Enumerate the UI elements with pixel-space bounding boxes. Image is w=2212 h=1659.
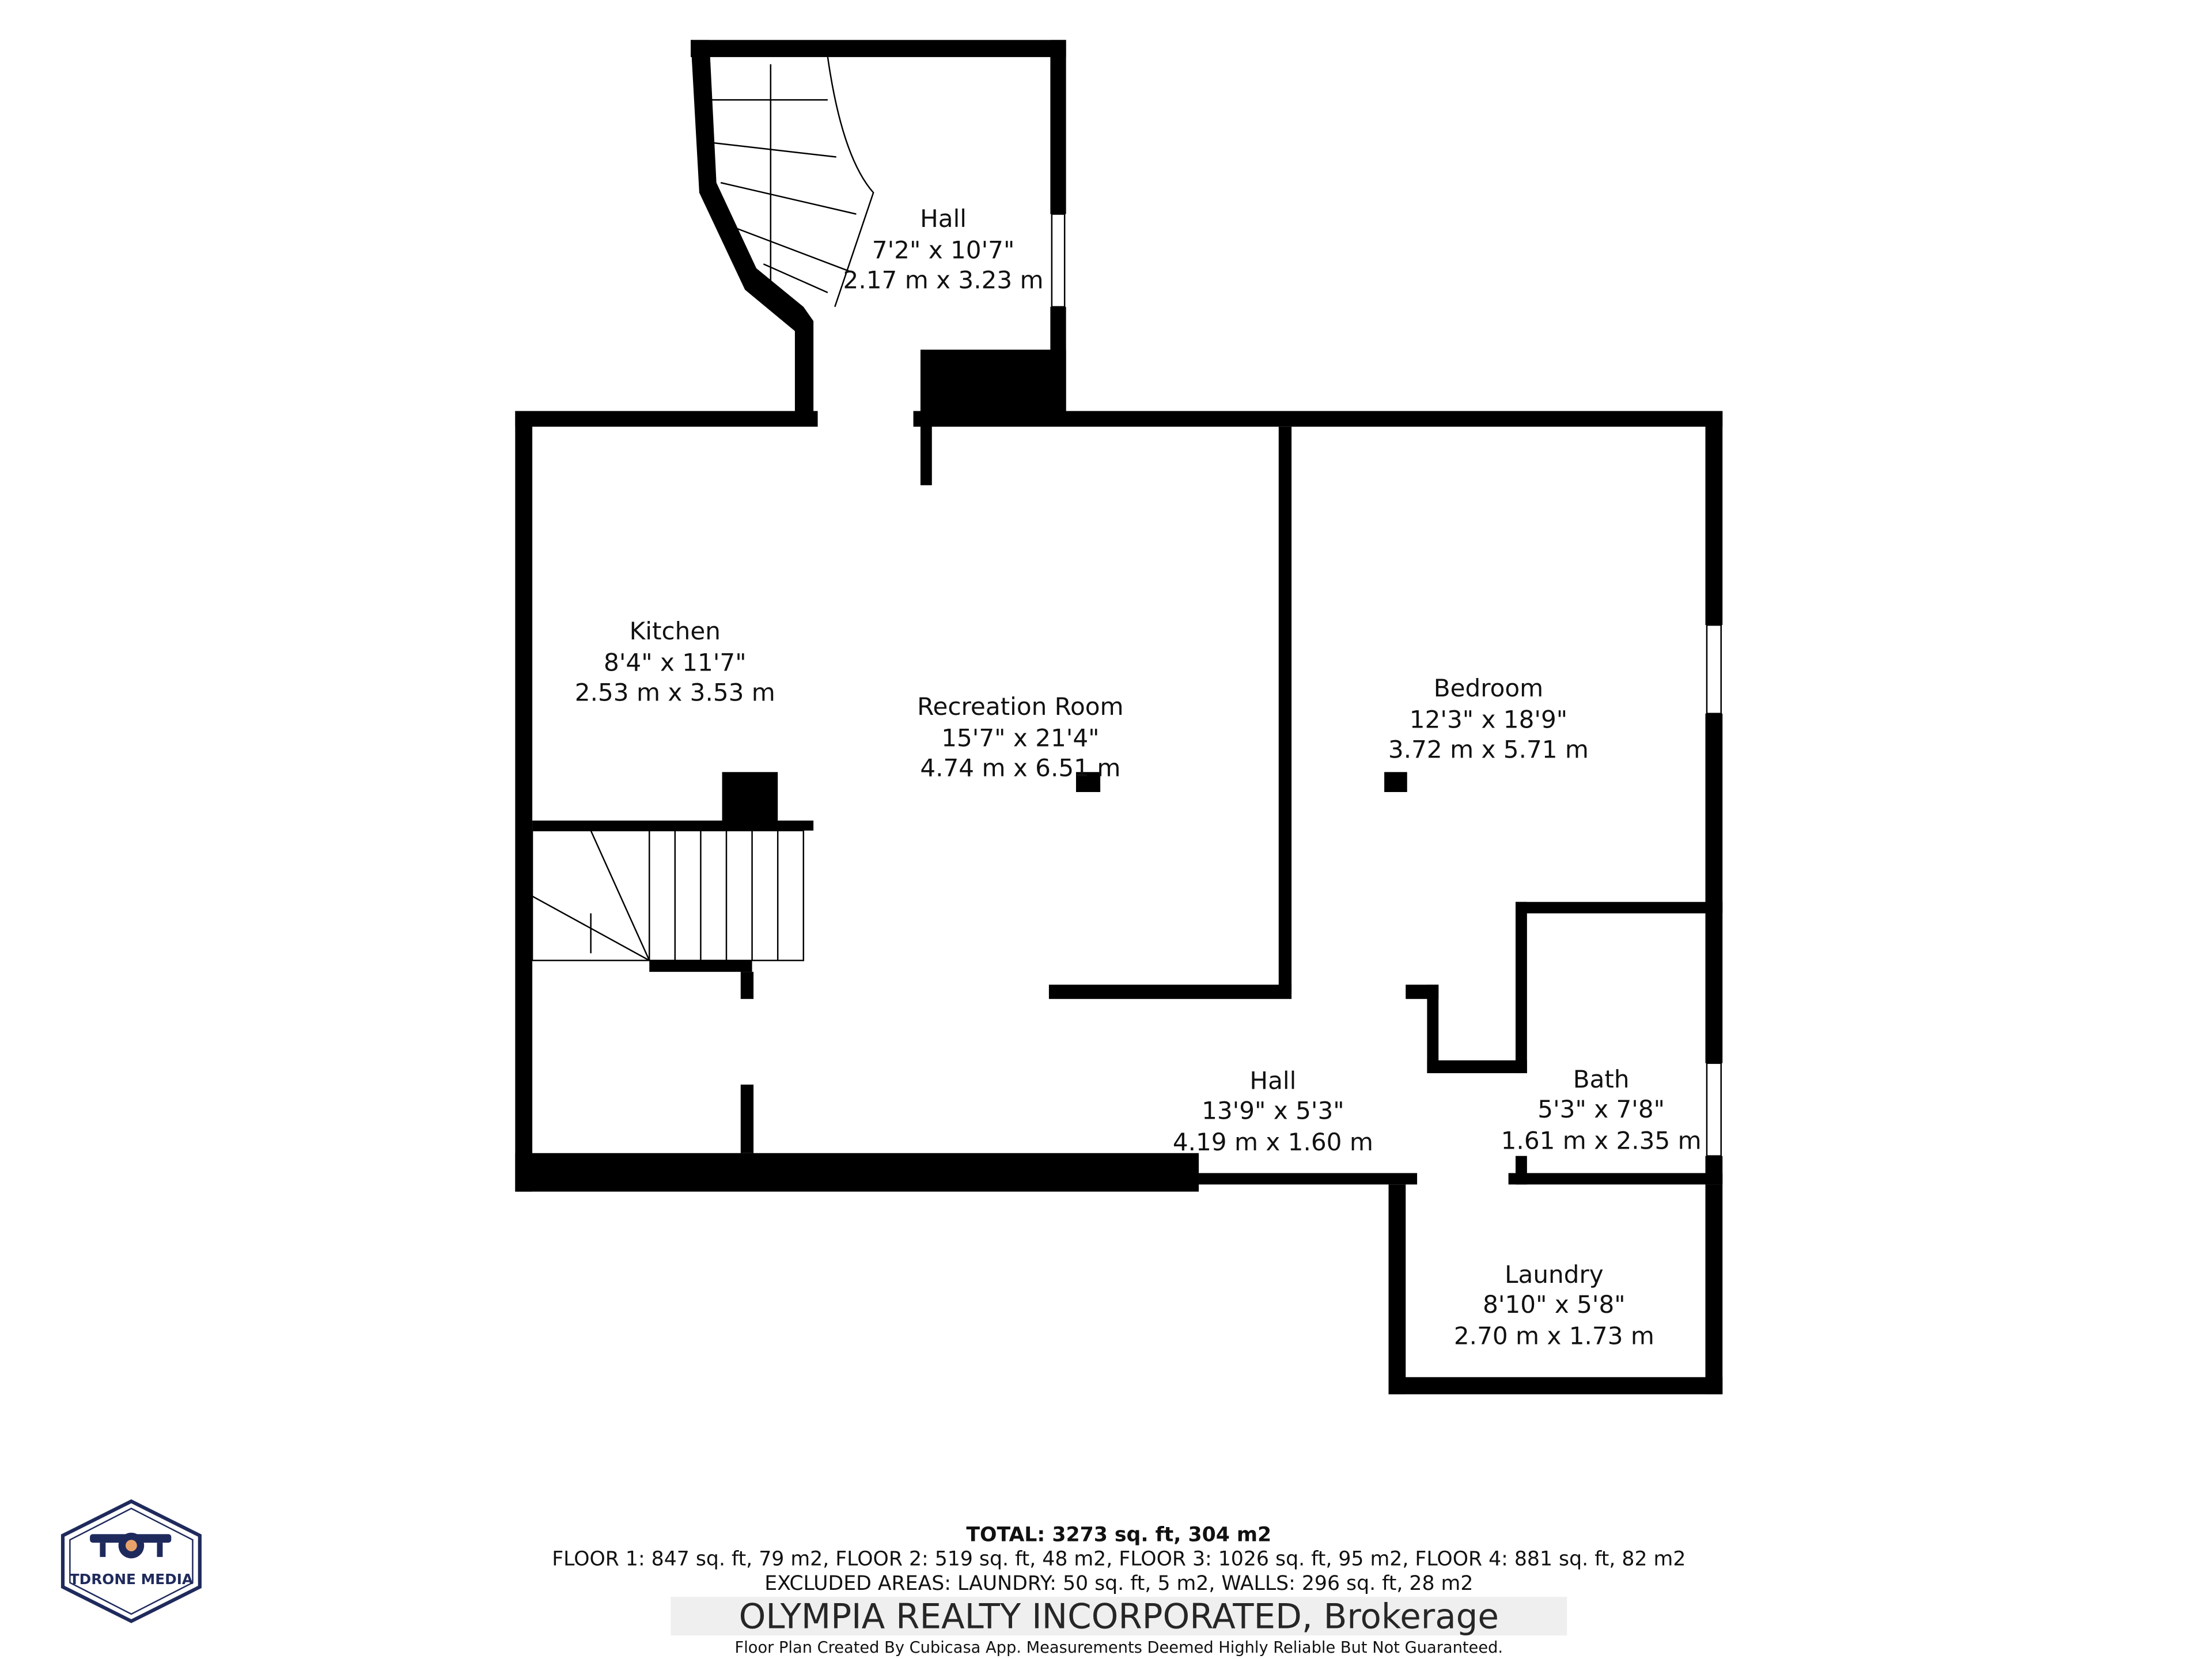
room-metric: 2.70 m x 1.73 m	[1454, 1322, 1654, 1350]
stairs	[531, 56, 874, 961]
disclaimer: Floor Plan Created By Cubicasa App. Meas…	[735, 1639, 1503, 1657]
room-name: Kitchen	[630, 617, 721, 645]
room-name: Recreation Room	[917, 692, 1124, 721]
room-metric: 2.53 m x 3.53 m	[575, 678, 775, 706]
room-name: Laundry	[1505, 1260, 1604, 1289]
room-metric: 1.61 m x 2.35 m	[1501, 1126, 1702, 1154]
windows	[1051, 213, 1722, 1157]
column	[1384, 772, 1407, 792]
watermark-band	[671, 1597, 1567, 1636]
room-metric: 2.17 m x 3.23 m	[843, 266, 1044, 294]
room-labels: Hall 7'2" x 10'7" 2.17 m x 3.23 m Kitche…	[575, 204, 1702, 1350]
room-metric: 4.19 m x 1.60 m	[1173, 1128, 1373, 1156]
chimney-block	[920, 349, 1066, 426]
room-imperial: 8'4" x 11'7"	[604, 648, 747, 676]
room-imperial: 5'3" x 7'8"	[1537, 1095, 1665, 1123]
logo-text: TDRONE MEDIA	[70, 1571, 194, 1588]
excluded-areas: EXCLUDED AREAS: LAUNDRY: 50 sq. ft, 5 m2…	[764, 1572, 1473, 1595]
total-area: TOTAL: 3273 sq. ft, 304 m2	[966, 1524, 1271, 1547]
room-imperial: 13'9" x 5'3"	[1202, 1096, 1344, 1124]
room-imperial: 12'3" x 18'9"	[1410, 705, 1567, 733]
footer: TOTAL: 3273 sq. ft, 304 m2 FLOOR 1: 847 …	[552, 1524, 1685, 1657]
room-imperial: 15'7" x 21'4"	[941, 724, 1099, 752]
room-name: Bath	[1573, 1065, 1630, 1093]
tdrone-media-logo: TDRONE MEDIA	[60, 1499, 202, 1623]
room-name: Hall	[1249, 1066, 1296, 1094]
room-name: Hall	[920, 204, 967, 233]
room-metric: 3.72 m x 5.71 m	[1388, 736, 1589, 764]
column	[1075, 772, 1101, 792]
drone-icon	[90, 1532, 172, 1559]
walls	[515, 40, 1723, 1395]
room-name: Bedroom	[1434, 674, 1543, 702]
room-imperial: 7'2" x 10'7"	[872, 236, 1015, 264]
watermark: OLYMPIA REALTY INCORPORATED, Brokerage	[739, 1597, 1499, 1637]
room-metric: 4.74 m x 6.51 m	[920, 754, 1120, 782]
room-imperial: 8'10" x 5'8"	[1483, 1290, 1626, 1319]
floor-areas: FLOOR 1: 847 sq. ft, 79 m2, FLOOR 2: 519…	[552, 1548, 1685, 1571]
